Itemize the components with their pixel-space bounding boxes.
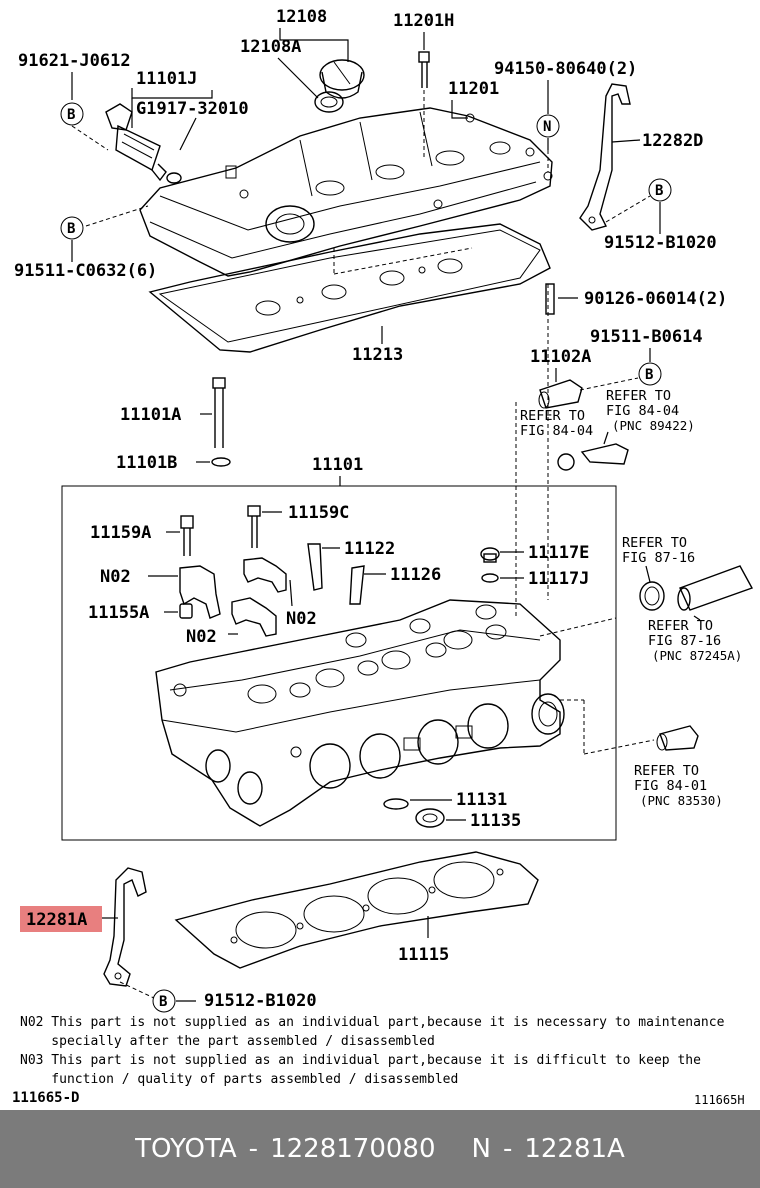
cylinder-head-sub-assembly-frame: [61, 485, 617, 841]
ref-r4-line3: (PNC 87245A): [652, 648, 742, 663]
footer-separator-1: -: [248, 1134, 259, 1164]
circle-n-1: N: [543, 119, 551, 135]
ref-r3-line2: FIG 87-16: [622, 550, 695, 566]
ref-r4-line2: FIG 87-16: [648, 633, 721, 649]
label-11159C: 11159C: [288, 503, 349, 523]
ref-r3-line1: REFER TO: [622, 535, 687, 551]
label-11213: 11213: [352, 345, 403, 365]
cylinder-head-drawing: [155, 599, 565, 827]
head-gasket-drawing: [174, 851, 539, 969]
label-11135: 11135: [470, 811, 521, 831]
label-91511-C0632: 91511-C0632(6): [14, 261, 157, 281]
label-12108A: 12108A: [240, 37, 301, 57]
stud-bolt-drawing: [545, 283, 555, 315]
circle-b-1: B: [67, 107, 75, 123]
bolt-11201H-drawing: [418, 51, 430, 88]
footer-prefix: N: [471, 1134, 491, 1164]
label-11122: 11122: [344, 539, 395, 559]
label-12281A: 12281A: [26, 910, 87, 930]
ref-r5-line1: REFER TO: [634, 763, 699, 779]
cylinder-head-cover-drawing: [139, 107, 553, 277]
bearing-cap-drawings: [179, 557, 287, 637]
guide-11126-drawing: [349, 565, 365, 605]
label-12282D: 12282D: [642, 131, 703, 151]
label-11102A: 11102A: [530, 347, 591, 367]
label-11201H: 11201H: [393, 11, 454, 31]
label-11201: 11201: [448, 79, 499, 99]
circle-b-4: B: [645, 367, 653, 383]
engine-hanger-12281A-drawing: [103, 867, 147, 987]
label-11117E: 11117E: [528, 543, 589, 563]
label-91512-B1020-bottom: 91512-B1020: [204, 991, 317, 1011]
label-94150-80640: 94150-80640(2): [494, 59, 637, 79]
label-12108: 12108: [276, 7, 327, 27]
note-n03-line1: N03 This part is not supplied as an indi…: [20, 1053, 701, 1068]
label-90126-06014: 90126-06014(2): [584, 289, 727, 309]
label-11126: 11126: [390, 565, 441, 585]
engine-hanger-12282D-drawing: [579, 83, 631, 231]
water-temp-sensor-drawing: [557, 443, 629, 471]
head-cover-gasket-drawing: [148, 223, 551, 353]
circle-b-5: B: [159, 994, 167, 1010]
label-11159A: 11159A: [90, 523, 151, 543]
footer-part-number: 1228170080: [270, 1134, 436, 1164]
circle-b-3: B: [67, 221, 75, 237]
plug-11117E-drawing: [480, 547, 500, 583]
ref-r1-line2: FIG 84-04: [606, 403, 679, 419]
label-11101B: 11101B: [116, 453, 177, 473]
pin-11155A-drawing: [179, 603, 193, 619]
ref-r2-line1: REFER TO: [520, 408, 585, 424]
ref-r1-line3: (PNC 89422): [612, 418, 695, 433]
label-91512-B1020-top: 91512-B1020: [604, 233, 717, 253]
figure-code-right: 111665H: [694, 1093, 745, 1107]
highlight-12281A: [20, 906, 102, 932]
ref-r5-line3: (PNC 83530): [640, 793, 723, 808]
note-n02-line1: N02 This part is not supplied as an indi…: [20, 1015, 725, 1030]
note-n03-line2: function / quality of parts assembled / …: [20, 1072, 459, 1087]
label-91511-B0614: 91511-B0614: [590, 327, 703, 347]
seal-rings-drawing: [383, 798, 445, 828]
label-11115: 11115: [398, 945, 449, 965]
footer-separator-2: -: [502, 1134, 513, 1164]
footer-pnc: 12281A: [524, 1134, 625, 1164]
ref-r2-line2: FIG 84-04: [520, 423, 593, 439]
circle-b-2: B: [655, 183, 663, 199]
figure-code-left: 111665-D: [12, 1090, 80, 1106]
bolt-11159A-drawing: [180, 515, 194, 556]
part-info-footer: TOYOTA - 1228170080 N - 12281A: [0, 1110, 760, 1188]
ref-r5-line2: FIG 84-01: [634, 778, 707, 794]
label-11117J: 11117J: [528, 569, 589, 589]
label-n02-1: N02: [100, 567, 131, 587]
label-91621-J0612: 91621-J0612: [18, 51, 131, 71]
note-n02-line2: specially after the part assembled / dis…: [20, 1034, 435, 1049]
bolt-11159C-drawing: [247, 505, 261, 548]
oil-filler-cap-drawing: [314, 59, 365, 113]
exploded-parts-diagram: 12108 12108A 11201H 91621-J0612 11101J G…: [14, 7, 754, 1013]
ref-r1-line1: REFER TO: [606, 388, 671, 404]
label-11101A: 11101A: [120, 405, 181, 425]
hose-clamp-drawing: [639, 565, 754, 611]
label-11101: 11101: [312, 455, 363, 475]
label-11131: 11131: [456, 790, 507, 810]
dowel-pin-11122-drawing: [307, 543, 323, 591]
cam-position-sensor-drawing: [538, 379, 583, 409]
label-G1917-32010: G1917-32010: [136, 99, 249, 119]
label-11101J: 11101J: [136, 69, 197, 89]
oil-control-valve-drawing: [105, 103, 182, 184]
ref-r4-line1: REFER TO: [648, 618, 713, 634]
oil-pressure-sender-drawing: [656, 725, 699, 751]
label-n02-2: N02: [286, 609, 317, 629]
label-n02-3: N02: [186, 627, 217, 647]
footer-brand: TOYOTA: [135, 1134, 237, 1164]
label-11155A: 11155A: [88, 603, 149, 623]
head-bolt-drawing: [211, 377, 231, 467]
